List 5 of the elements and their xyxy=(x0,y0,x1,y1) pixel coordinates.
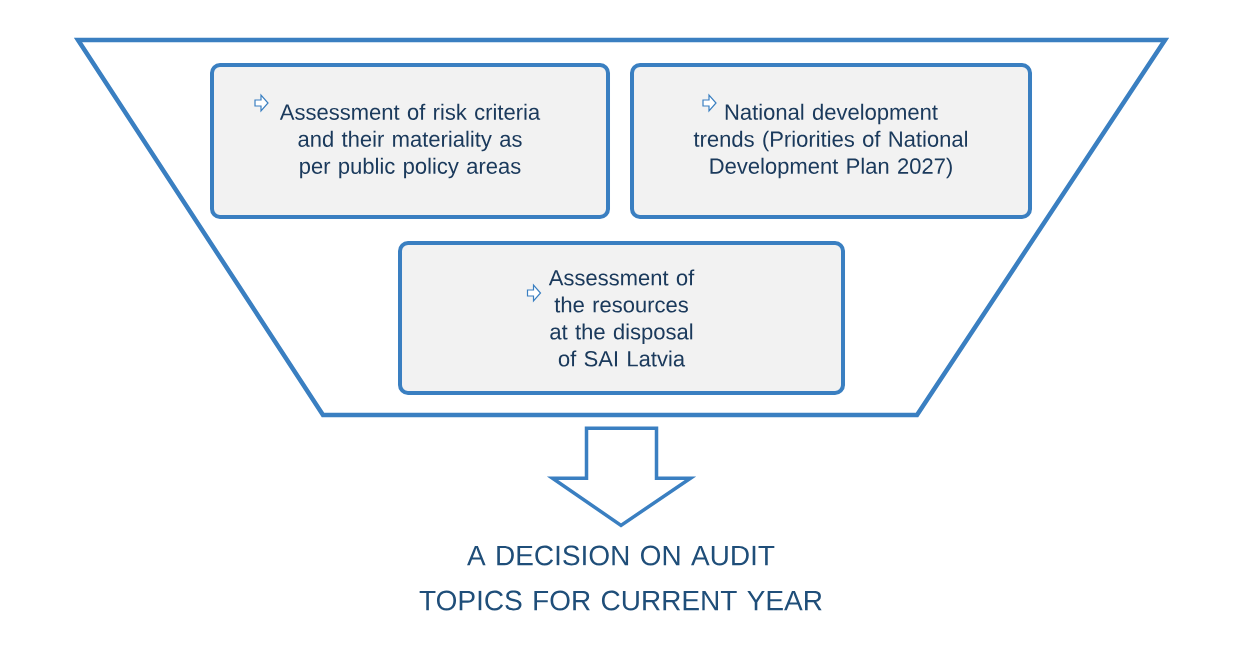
block-arrow xyxy=(546,426,697,528)
text-box: Assessment of the resources at the disposal of SAI Latvia xyxy=(398,241,845,395)
text-box: National development trends (Priorities of National Development Plan 2027) xyxy=(630,63,1032,219)
text-box: Assessment of risk criteria and their materiality as per public policy areas xyxy=(210,63,610,219)
result-text: A DECISION ON AUDIT TOPICS FOR CURRENT YEAR xyxy=(419,545,822,611)
